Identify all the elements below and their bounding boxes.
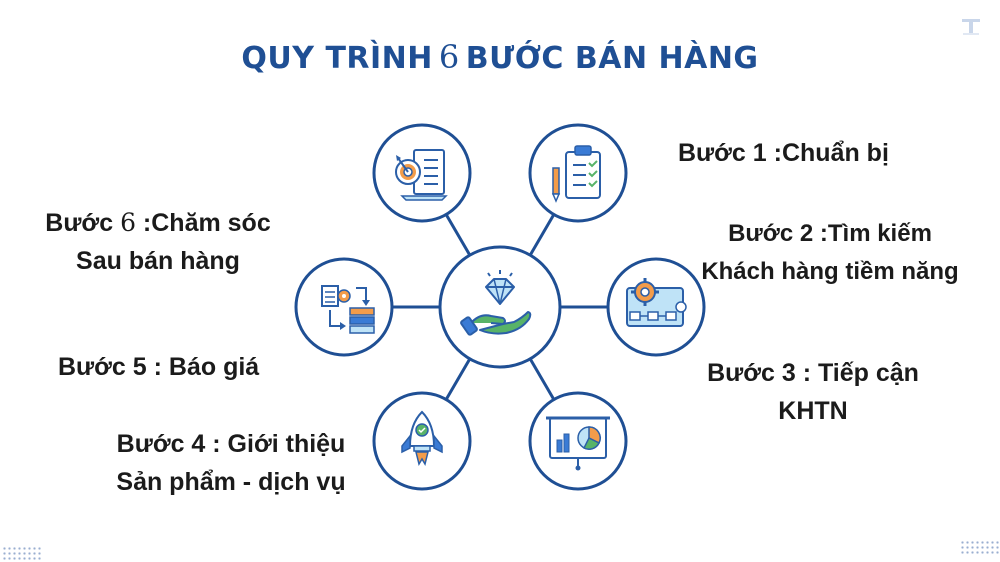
step-3-label: Bước 3 : Tiếp cận KHTN xyxy=(700,354,926,430)
step-6-line-1: Bước 6 :Chăm sóc xyxy=(40,204,276,242)
step-6-line-2: Sau bán hàng xyxy=(76,247,240,275)
process-flow-icon xyxy=(321,285,375,334)
node-rocket xyxy=(372,391,472,491)
decorative-dots-right xyxy=(960,540,1000,556)
decorative-dots-left xyxy=(2,546,42,562)
step-6-label: Bước 6 :Chăm sóc Sau bán hàng xyxy=(40,204,276,280)
step-4-line-1: Bước 4 : Giới thiệu xyxy=(116,430,346,458)
node-presentation xyxy=(528,391,628,491)
step-2-line-1: Bước 2 :Tìm kiếm xyxy=(728,220,932,247)
step-3-line-2: KHTN xyxy=(778,397,848,425)
node-target xyxy=(372,123,472,223)
step-5-line-1: Bước 5 : Báo giá xyxy=(58,353,260,381)
title-number: 6 xyxy=(438,38,460,76)
node-process xyxy=(294,257,394,357)
node-gear xyxy=(606,257,706,357)
center-node xyxy=(438,245,562,369)
node-clipboard xyxy=(528,123,628,223)
step-6-number: 6 xyxy=(120,208,136,237)
step-3-line-1: Bước 3 : Tiếp cận xyxy=(707,359,919,387)
rocket-icon xyxy=(401,410,443,466)
presentation-chart-icon xyxy=(546,416,610,471)
target-checklist-icon xyxy=(395,149,448,201)
step-1-line-1: Bước 1 :Chuẩn bị xyxy=(678,139,889,167)
step-4-line-2: Sản phẩm - dịch vụ xyxy=(116,468,346,496)
step-6-suffix: :Chăm sóc xyxy=(135,209,271,237)
diamond-hand-icon xyxy=(460,270,532,336)
step-2-line-2: Khách hàng tiềm năng xyxy=(701,258,959,285)
title-suffix: BƯỚC BÁN HÀNG xyxy=(465,41,759,76)
step-5-label: Bước 5 : Báo giá xyxy=(58,348,259,386)
step-1-label: Bước 1 :Chuẩn bị xyxy=(678,134,889,172)
step-2-label: Bước 2 :Tìm kiếm Khách hàng tiềm năng xyxy=(700,215,960,291)
logo-icon xyxy=(962,19,980,35)
gear-blueprint-icon xyxy=(626,278,687,327)
step-6-prefix: Bước xyxy=(45,209,114,237)
step-4-label: Bước 4 : Giới thiệu Sản phẩm - dịch vụ xyxy=(106,425,356,501)
title-prefix: QUY TRÌNH xyxy=(241,41,433,76)
clipboard-checklist-icon xyxy=(551,145,601,203)
